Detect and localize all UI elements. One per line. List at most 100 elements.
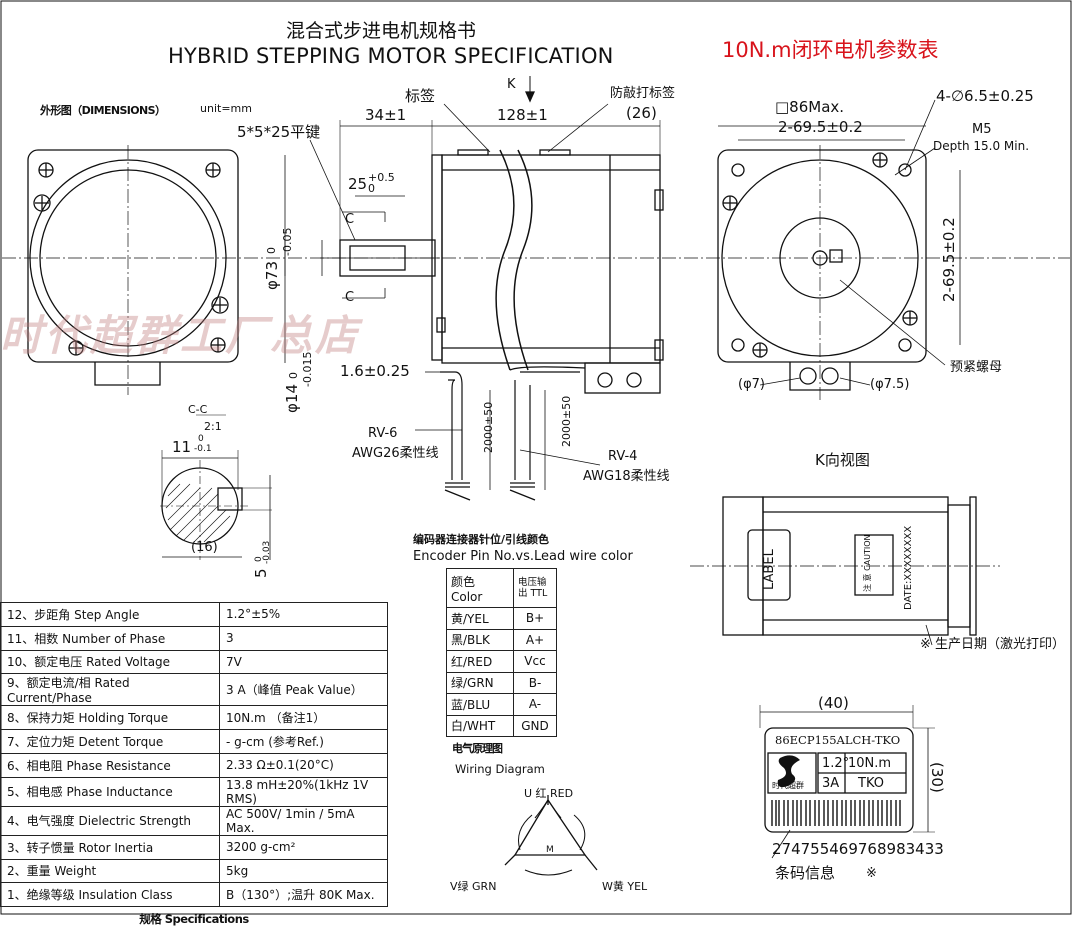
end-depth: Depth 15.0 Min. <box>933 139 1030 153</box>
end-pitch-v: 2-69.5±0.2 <box>940 217 958 302</box>
section-c-bottom: C <box>345 290 355 305</box>
table-footer: 规格 Specifications <box>1 907 388 930</box>
end-d75: (φ7.5) <box>870 377 910 392</box>
dia73-tol-dn: -0.05 <box>281 227 294 256</box>
pin-signal: B- <box>513 671 557 694</box>
anti-tear-tag: 防敲打标签 <box>610 86 676 101</box>
cable1-name: RV-6 <box>368 426 398 441</box>
spec-value: 5kg <box>219 858 388 884</box>
section-cc-label: C-C <box>188 403 208 416</box>
dim-25-tol-up: +0.5 <box>368 171 395 184</box>
k-arrow-label: K <box>507 77 516 92</box>
pin-color: 蓝/BLU <box>446 693 514 716</box>
dim-25-tol-dn: 0 <box>368 182 375 195</box>
spec-value: - g-cm (参考Ref.) <box>219 729 388 754</box>
pin-head-color: 颜色 Color <box>446 568 514 608</box>
pins-title-cn: 编码器连接器针位/引线颜色 <box>413 533 550 546</box>
wiring-w: W黄 YEL <box>602 880 648 893</box>
cable2-name: RV-4 <box>608 449 638 464</box>
nameplate-drawing <box>759 705 935 859</box>
dia14-tol-up: 0 <box>287 372 300 379</box>
nameplate-width: (40) <box>818 694 849 712</box>
table-row: 7、定位力矩 Detent Torque- g-cm (参考Ref.) <box>0 729 388 754</box>
end-square: □86Max. <box>775 98 845 116</box>
section-cc-k-tol-dn: -0.03 <box>262 540 272 564</box>
front-view-drawing <box>27 145 239 395</box>
cable2-spec: AWG18柔性线 <box>583 469 670 484</box>
pin-signal: A- <box>513 693 557 716</box>
spec-footer: 规格 Specifications <box>139 911 249 926</box>
end-thread: M5 <box>972 122 992 137</box>
wiring-diagram-drawing <box>504 795 598 876</box>
section-cc-h: (16) <box>191 540 218 555</box>
cable1-spec: AWG26柔性线 <box>352 446 439 461</box>
spec-name: 4、电气强度 Dielectric Strength <box>0 805 220 836</box>
dia73-tol-up: 0 <box>265 247 278 254</box>
spec-value: 3 <box>219 625 388 651</box>
key-spec: 5*5*25平键 <box>237 123 321 141</box>
nameplate-height: (30) <box>928 762 946 793</box>
pin-head-signal: 电压输出 TTL <box>513 568 557 608</box>
spec-value: 3 A（峰值 Peak Value） <box>219 673 388 707</box>
pins-title-en: Encoder Pin No.vs.Lead wire color <box>413 549 633 564</box>
k-view-label: LABEL <box>762 549 777 590</box>
pin-signal: A+ <box>513 628 557 651</box>
nameplate-brand-code: TKO <box>858 776 884 791</box>
side-view-drawing <box>284 76 664 501</box>
spec-value: 7V <box>219 649 388 675</box>
dim-26: (26) <box>626 104 657 122</box>
barcode-drawing <box>771 800 901 826</box>
pin-color: 绿/GRN <box>446 671 514 694</box>
title-english: HYBRID STEPPING MOTOR SPECIFICATION <box>168 44 614 68</box>
label-tag: 标签 <box>405 87 436 105</box>
dia73: φ73 <box>263 261 281 290</box>
section-cc-scale: 2:1 <box>204 420 222 433</box>
spec-name: 5、相电感 Phase Inductance <box>0 776 220 807</box>
section-cc-drawing <box>160 414 272 560</box>
end-holes: 4-∅6.5±0.25 <box>936 87 1034 105</box>
spec-value: 13.8 mH±20%(1kHz 1V RMS) <box>219 776 388 807</box>
dim-25: 25 <box>348 175 368 193</box>
spec-value: 1.2°±5% <box>219 602 388 627</box>
dim-34: 34±1 <box>365 106 407 124</box>
k-view-date: DATE:XXXXXXXX <box>903 525 914 610</box>
wiring-title-en: Wiring Diagram <box>455 762 545 776</box>
pin-signal: GND <box>513 714 557 737</box>
spec-name: 6、相电阻 Phase Resistance <box>0 752 220 778</box>
cable-length-a: 2000±50 <box>482 401 495 453</box>
spec-value: AC 500V/ 1min / 5mA Max. <box>219 805 388 836</box>
dim-128: 128±1 <box>497 106 548 124</box>
nameplate-torque: 10N.m <box>848 756 892 771</box>
pin-signal: Vcc <box>513 650 557 673</box>
nameplate-brand: 时代超群 <box>772 781 804 790</box>
pin-color: 白/WHT <box>446 714 514 737</box>
end-pitch-h: 2-69.5±0.2 <box>778 118 863 136</box>
nameplate-barcode-label: 条码信息 <box>775 864 836 882</box>
pin-color: 黄/YEL <box>446 607 514 630</box>
end-d7: (φ7) <box>738 377 765 392</box>
nameplate-angle: 1.2° <box>822 756 850 771</box>
nameplate-mark: ※ <box>866 866 877 881</box>
spec-name: 10、额定电压 Rated Voltage <box>0 649 220 675</box>
spec-value: 10N.m （备注1） <box>219 705 388 731</box>
spec-value: 2.33 Ω±0.1(20°C) <box>219 752 388 778</box>
title-chinese: 混合式步进电机规格书 <box>286 20 477 42</box>
k-view-title: K向视图 <box>815 451 870 469</box>
spec-name: 3、转子惯量 Rotor Inertia <box>0 834 220 860</box>
nameplate-current: 3A <box>822 776 840 791</box>
pin-color: 红/RED <box>446 650 514 673</box>
pin-color: 黑/BLK <box>446 628 514 651</box>
k-view-drawing <box>690 496 1000 646</box>
watermark-text: 时代超群工厂总店 <box>0 311 361 360</box>
nameplate-model: 86ECP155ALCH-TKO <box>775 733 901 747</box>
